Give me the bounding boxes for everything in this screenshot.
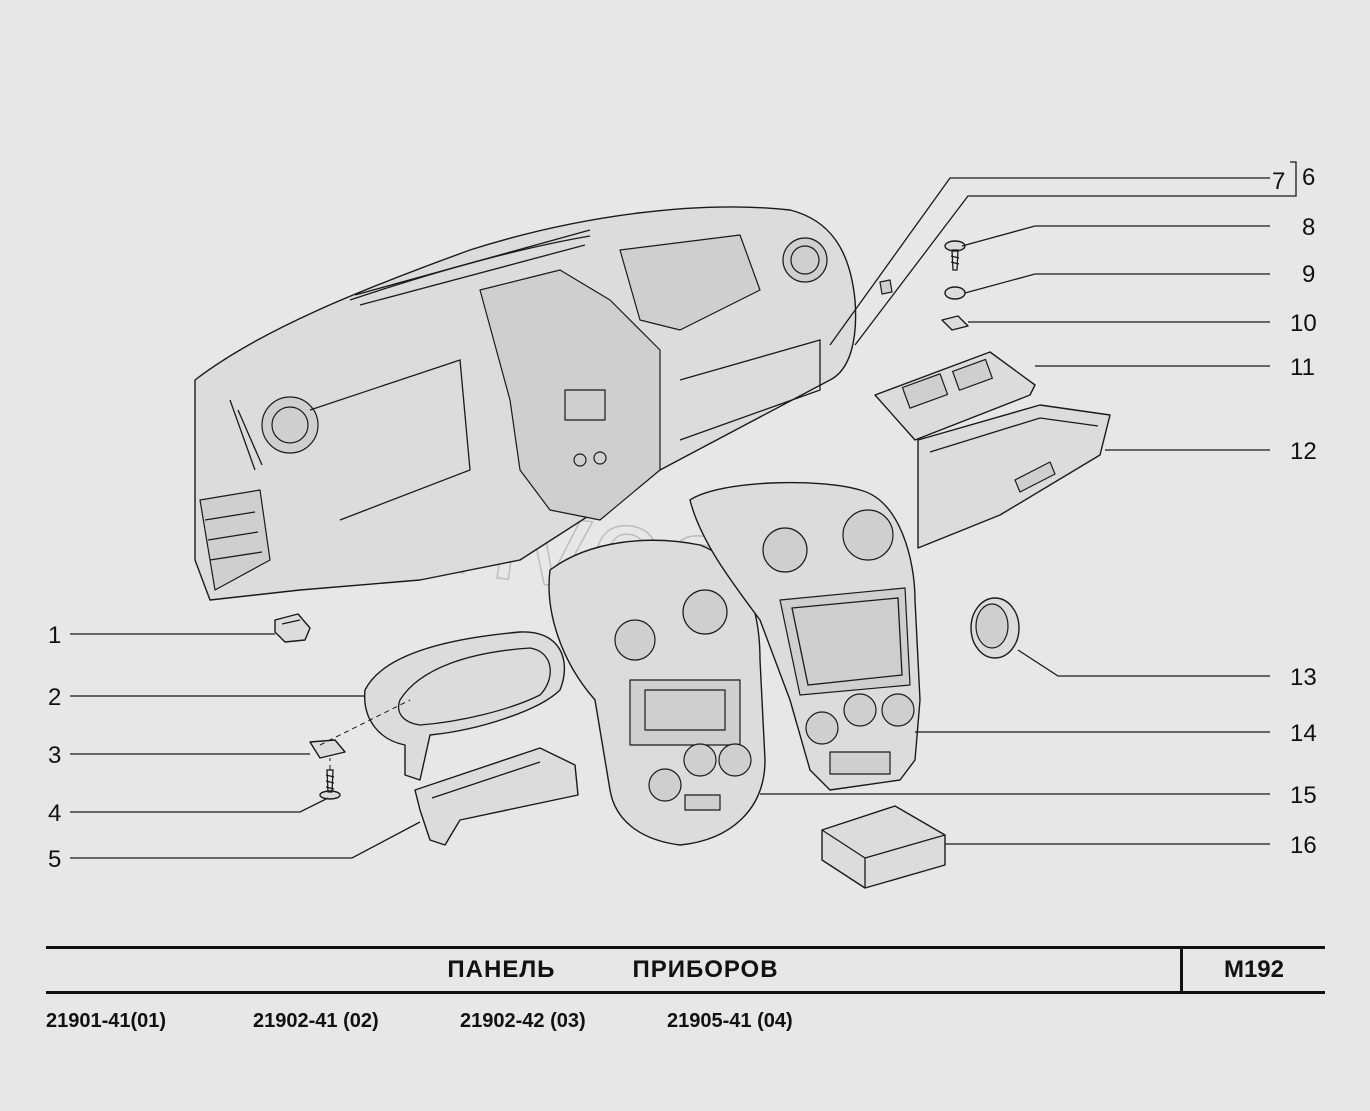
page-code: М192 [1223, 956, 1285, 983]
leader-4 [70, 797, 329, 813]
callout-4: 4 [48, 800, 61, 827]
model-code-1: 21901-41(01) [46, 1010, 167, 1032]
part-2-cluster-hood [364, 631, 566, 781]
leader-9 [964, 273, 1270, 294]
part-9-washer [944, 286, 966, 300]
model-code-3: 21902-42 (03) [460, 1010, 586, 1032]
part-4-screw [319, 769, 341, 800]
callout-11: 11 [1290, 354, 1315, 381]
callout-9: 9 [1302, 261, 1315, 288]
callout-3: 3 [48, 742, 61, 769]
model-list: 21901-41(01) 21902-41 (02) 21902-42 (03)… [46, 1010, 946, 1040]
leader-6 [854, 195, 1270, 346]
part-13-knob [970, 597, 1020, 659]
callout-5: 5 [48, 846, 61, 873]
part-3-nut-plate [309, 739, 346, 759]
callout-6: 6 [1302, 164, 1315, 191]
callout-13: 13 [1290, 664, 1317, 691]
part-15-console-bezel [548, 539, 766, 846]
callout-10: 10 [1290, 310, 1317, 337]
part-5-lower-cover [414, 747, 579, 846]
clip-part-6 [879, 279, 893, 295]
part-8-screw [944, 240, 966, 271]
model-code-2: 21902-41 (02) [253, 1010, 379, 1032]
callout-2: 2 [48, 684, 61, 711]
page-title: ПАНЕЛЬ ПРИБОРОВ [447, 956, 779, 983]
title-bar: ПАНЕЛЬ ПРИБОРОВ М192 [46, 946, 1325, 994]
callout-16: 16 [1290, 832, 1317, 859]
callout-1: 1 [48, 622, 61, 649]
part-11-switch-panel [874, 351, 1036, 441]
callout-14: 14 [1290, 720, 1317, 747]
callout-15: 15 [1290, 782, 1317, 809]
callout-8: 8 [1302, 214, 1315, 241]
leader-5 [70, 821, 421, 859]
part-14-console-display [689, 481, 921, 791]
model-code-4: 21905-41 (04) [667, 1010, 793, 1032]
callout-12: 12 [1290, 438, 1317, 465]
part-12-glovebox [917, 404, 1111, 549]
dashboard-panel [194, 206, 857, 601]
part-16-pocket [821, 805, 946, 889]
callout-7: 7 [1272, 168, 1285, 195]
leader-8 [961, 225, 1270, 247]
leader-13 [1017, 649, 1270, 677]
part-10-clip [941, 315, 969, 331]
leader-7 [829, 177, 1270, 346]
part-1-clip [274, 613, 311, 643]
bracket-6-7 [1270, 161, 1297, 197]
leader-3-dash [319, 699, 411, 746]
title-divider [1180, 949, 1183, 991]
